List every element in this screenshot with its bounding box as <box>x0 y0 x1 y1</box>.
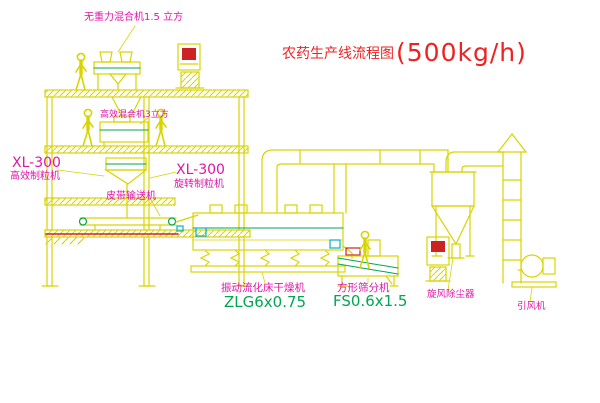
exhaust-stack <box>496 133 528 284</box>
label-mid-granulator-model: XL-300 <box>176 162 225 178</box>
label-cyclone: 旋风除尘器 <box>427 289 475 300</box>
label-dryer-name: 振动流化床干燥机 <box>221 282 305 294</box>
label-left-granulator-model: XL-300 <box>12 155 61 171</box>
control-cabinet-lower <box>425 236 451 282</box>
title-text: 农药生产线流程图 <box>282 46 394 62</box>
top-mixer <box>93 51 141 91</box>
induced-draft-fan <box>511 254 557 288</box>
label-sifter-name: 方形筛分机 <box>337 282 390 294</box>
transfer-chute <box>111 96 142 117</box>
label-mid-granulator-name: 旋转制粒机 <box>174 179 224 190</box>
control-cabinet-upper <box>175 43 205 89</box>
mid-mixer <box>99 115 149 147</box>
leader-lines <box>57 25 533 303</box>
granulator <box>103 157 148 219</box>
label-top-mixer: 无重力混合机1.5 立方 <box>84 12 184 23</box>
diagram-title: 农药生产线流程图 (500kg/h) <box>282 40 527 65</box>
label-left-granulator-name: 高效制粒机 <box>10 171 60 182</box>
platform-structure <box>41 89 251 287</box>
label-mid-mixer: 高效混合机3立方 <box>100 110 169 120</box>
label-fan: 引风机 <box>517 301 546 312</box>
label-dryer-model: ZLG6x0.75 <box>224 293 307 311</box>
worker-icon <box>81 107 95 148</box>
cyclone-separator <box>429 151 504 259</box>
worker-icon <box>74 51 88 92</box>
title-capacity: (500kg/h) <box>396 38 527 67</box>
fluid-bed-dryer <box>190 204 353 273</box>
belt-conveyor <box>78 214 199 232</box>
label-sifter-model: FS0.6x1.5 <box>333 292 408 310</box>
exhaust-duct <box>261 149 449 214</box>
label-belt-conveyor: 皮带输送机 <box>106 191 156 202</box>
